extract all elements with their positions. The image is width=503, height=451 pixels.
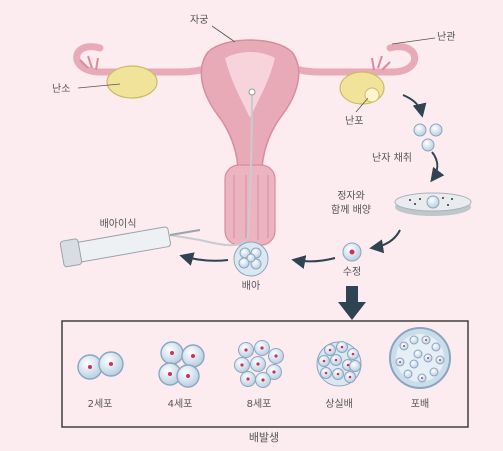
label-fertilization: 수정	[342, 267, 362, 278]
stage-blastocyst	[389, 327, 451, 389]
fertilized-egg	[342, 242, 362, 262]
label-egg-retrieval: 난자 채취	[372, 153, 412, 164]
label-fallopian-tube: 난관	[437, 32, 456, 43]
stage-2-cell	[77, 351, 124, 380]
label-with-sperm-line2: 함께 배양	[331, 205, 371, 216]
label-with-sperm-line1: 정자와	[337, 191, 365, 202]
retrieved-eggs	[413, 123, 443, 152]
embryo-cell	[233, 241, 269, 277]
stage-8-cell	[234, 340, 284, 388]
stage-4-cell	[158, 341, 205, 388]
label-embryo: 배아	[241, 281, 261, 292]
stage-label-4-cell: 4세포	[167, 399, 193, 410]
stage-label-morula: 상실배	[325, 399, 353, 410]
process-arrows	[179, 94, 445, 269]
stage-label-blastocyst: 포배	[410, 399, 430, 410]
label-ovary: 난소	[52, 84, 71, 95]
stage-label-8-cell: 8세포	[246, 399, 272, 410]
development-box	[61, 320, 469, 428]
stage-morula	[316, 341, 362, 387]
down-arrow	[338, 286, 366, 320]
box-caption: 배발생	[248, 431, 280, 444]
transfer-syringe	[59, 226, 201, 268]
uterus-illustration	[73, 39, 419, 247]
stage-label-2-cell: 2세포	[87, 399, 113, 410]
leader-lines	[77, 25, 436, 113]
petri-dish	[394, 192, 472, 216]
label-follicle: 난포	[345, 116, 364, 127]
label-embryo-transfer: 배아이식	[99, 219, 137, 230]
label-uterus: 자궁	[190, 15, 209, 26]
